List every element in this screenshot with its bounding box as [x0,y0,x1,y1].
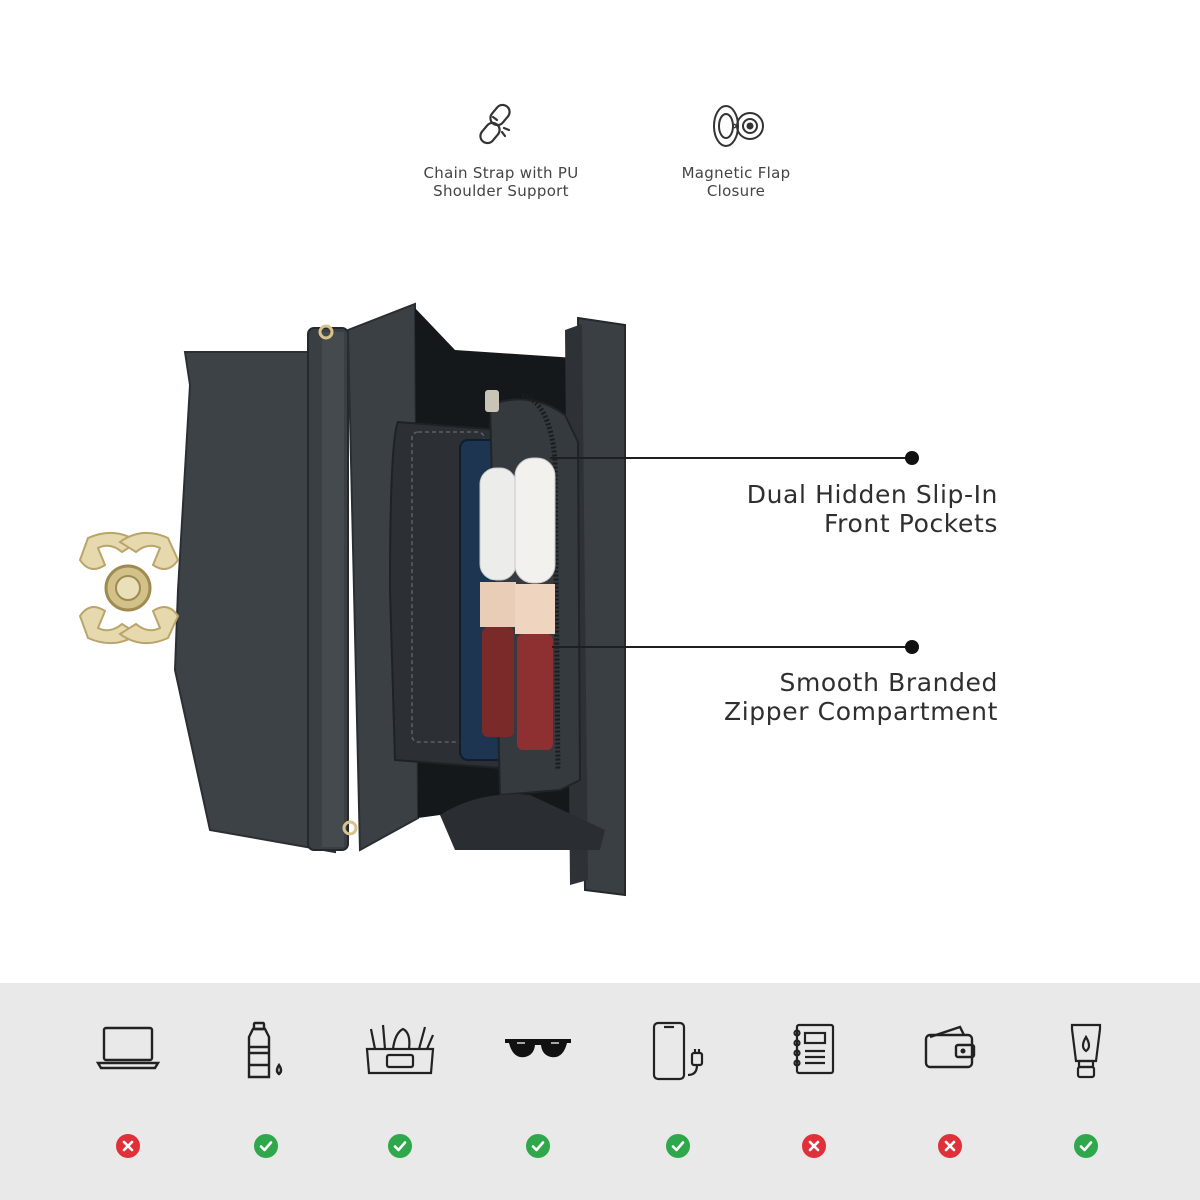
lotion-tube-icon [1070,1023,1102,1079]
what-fits-band [0,983,1200,1200]
phone-charger-icon [652,1021,704,1081]
callout-dot [905,451,919,465]
callout-line1: Smooth Branded [779,668,998,697]
check-icon [526,1134,550,1158]
feature-label: Chain Strap with PU Shoulder Support [381,164,621,200]
strap-ring [318,324,334,340]
fit-item-sunglasses [488,1021,588,1161]
wallet-icon [924,1025,976,1069]
callout-dot [905,640,919,654]
check-icon [254,1134,278,1158]
fit-item-laptop [78,1021,178,1161]
fit-item-lotion-tube [1036,1021,1136,1161]
callout-slip-in-pockets: Dual Hidden Slip-In Front Pockets [658,480,998,538]
check-icon [1074,1134,1098,1158]
makeup-kit-icon [365,1024,435,1075]
fit-item-wallet [900,1021,1000,1161]
callout-line [552,646,912,648]
feature-label-line1: Chain Strap with PU [423,164,579,182]
feature-magnetic-flap: Magnetic Flap Closure [616,98,856,200]
bag-flap [175,352,335,852]
strap-ring [342,820,358,836]
callout-zipper-compartment: Smooth Branded Zipper Compartment [638,668,998,726]
check-icon [388,1134,412,1158]
callout-line2: Front Pockets [824,509,998,538]
water-bottle-icon [247,1021,283,1079]
feature-chain-strap: Chain Strap with PU Shoulder Support [381,98,621,200]
cross-icon [938,1134,962,1158]
cross-icon [802,1134,826,1158]
fit-item-makeup-kit [350,1021,450,1161]
lipstick [479,467,517,581]
sunglasses-icon [505,1039,571,1058]
notebook-icon [793,1023,835,1075]
fit-item-water-bottle [216,1021,316,1161]
lipstick [514,457,556,584]
open-handbag-image [78,302,626,897]
fit-item-phone-charger [628,1021,728,1161]
laptop-icon [96,1026,160,1070]
cross-icon [116,1134,140,1158]
feature-label: Magnetic Flap Closure [616,164,856,200]
feature-label-line1: Magnetic Flap [681,164,791,182]
callout-line1: Dual Hidden Slip-In [746,480,998,509]
turn-lock-clasp [78,531,180,645]
magnetic-closure-icon [713,105,764,147]
check-icon [666,1134,690,1158]
fit-item-notebook [764,1021,864,1161]
feature-label-line2: Closure [706,182,766,200]
callout-line [550,457,912,459]
chain-link-icon [479,103,511,145]
feature-label-line2: Shoulder Support [433,182,569,200]
callout-line2: Zipper Compartment [724,697,998,726]
